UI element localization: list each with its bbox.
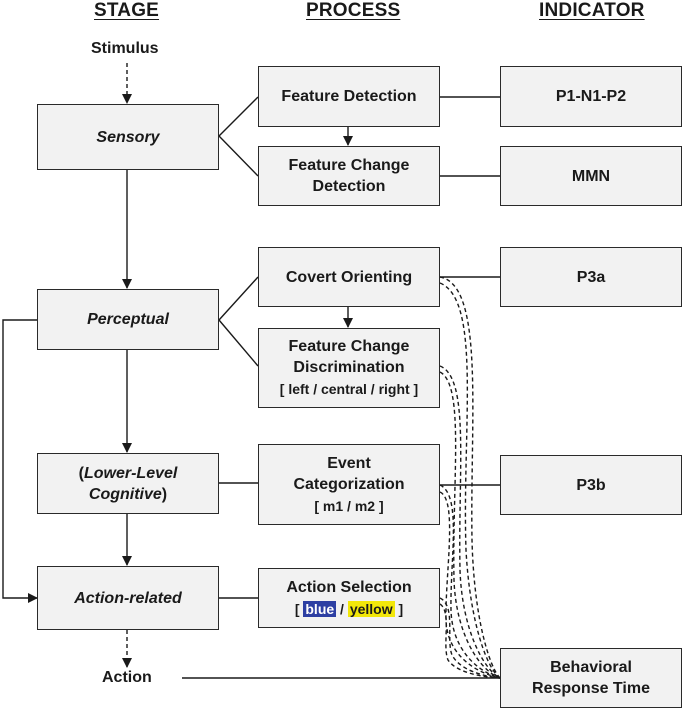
process-covert-orienting-label: Covert Orienting	[285, 268, 413, 286]
stage-sensory-label: Sensory	[96, 128, 160, 146]
stage-lower-line1: (Lower-Level	[78, 464, 178, 482]
process-action-selection-label: Action Selection	[286, 578, 412, 596]
stage-lower-level-cognitive-box: (Lower-Level Cognitive)	[37, 453, 219, 514]
blue-option: blue	[303, 600, 337, 617]
process-feature-change-discrimination-box: Feature Change Discrimination [ left / c…	[258, 328, 440, 408]
process-event-categorization-box: Event Categorization [ m1 / m2 ]	[258, 444, 440, 525]
process-header: PROCESS	[306, 0, 401, 21]
stage-perceptual-box: Perceptual	[37, 289, 219, 350]
indicator-p1n1p2-box: P1-N1-P2	[500, 66, 682, 127]
indicator-mmn-box: MMN	[500, 146, 682, 206]
stimulus-label: Stimulus	[91, 40, 159, 57]
process-action-selection-box: Action Selection [ blue / yellow ]	[258, 568, 440, 628]
stage-sensory-box: Sensory	[37, 104, 219, 170]
fcd-options: [ left / central / right ]	[279, 381, 419, 397]
action-options: [ blue / yellow ]	[294, 600, 404, 617]
event-cat-options: [ m1 / m2 ]	[314, 497, 384, 514]
stage-action-related-label: Action-related	[74, 589, 182, 607]
yellow-option: yellow	[347, 600, 395, 617]
process-feature-detection-box: Feature Detection	[258, 66, 440, 127]
process-feature-detection-label: Feature Detection	[281, 88, 417, 105]
process-covert-orienting-box: Covert Orienting	[258, 247, 440, 307]
indicator-header: INDICATOR	[539, 0, 645, 21]
indicator-p3a-box: P3a	[500, 247, 682, 307]
stage-lower-line2: Cognitive)	[88, 485, 168, 503]
indicator-behavioral-response-time-box: Behavioral Response Time	[500, 648, 682, 708]
indicator-p3b-box: P3b	[500, 455, 682, 515]
stage-perceptual-label: Perceptual	[87, 311, 169, 328]
bypass-arrow	[2, 319, 38, 603]
stage-header: STAGE	[94, 0, 160, 21]
stage-action-related-box: Action-related	[37, 566, 219, 630]
action-label: Action	[102, 669, 152, 686]
process-feature-change-detection-box: Feature Change Detection	[258, 146, 440, 206]
